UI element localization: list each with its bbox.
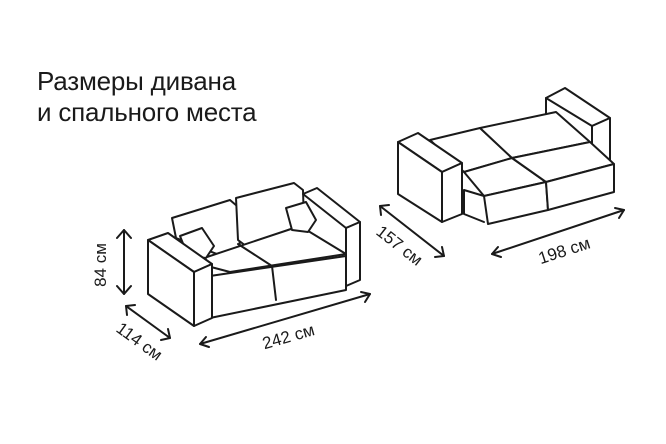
pillow-right — [285, 201, 317, 233]
seat-split — [271, 265, 277, 301]
sofa-unfolded — [397, 87, 615, 225]
title-line-2: и спального места — [37, 97, 257, 127]
page-title: Размеры дивана и спального места — [37, 66, 257, 128]
armrest-right-side — [345, 221, 361, 287]
sofa-folded — [147, 182, 361, 327]
title-line-1: Размеры дивана — [37, 66, 236, 96]
seat-top-split — [237, 243, 273, 267]
bed-front-right — [545, 163, 615, 211]
bed-depth-label: 157 см — [373, 222, 427, 270]
height-dimension: 84 см — [91, 229, 132, 295]
seat-top — [191, 225, 347, 273]
armrest-left-front — [193, 263, 213, 327]
bed-width-label: 198 см — [536, 234, 593, 269]
depth-dimension: 114 см — [113, 304, 171, 365]
bed-frame-base — [463, 189, 485, 223]
bed-armrest-front-face — [441, 162, 463, 223]
height-label: 84 см — [91, 243, 110, 287]
depth-label: 114 см — [113, 319, 166, 365]
width-label: 242 см — [260, 320, 316, 353]
